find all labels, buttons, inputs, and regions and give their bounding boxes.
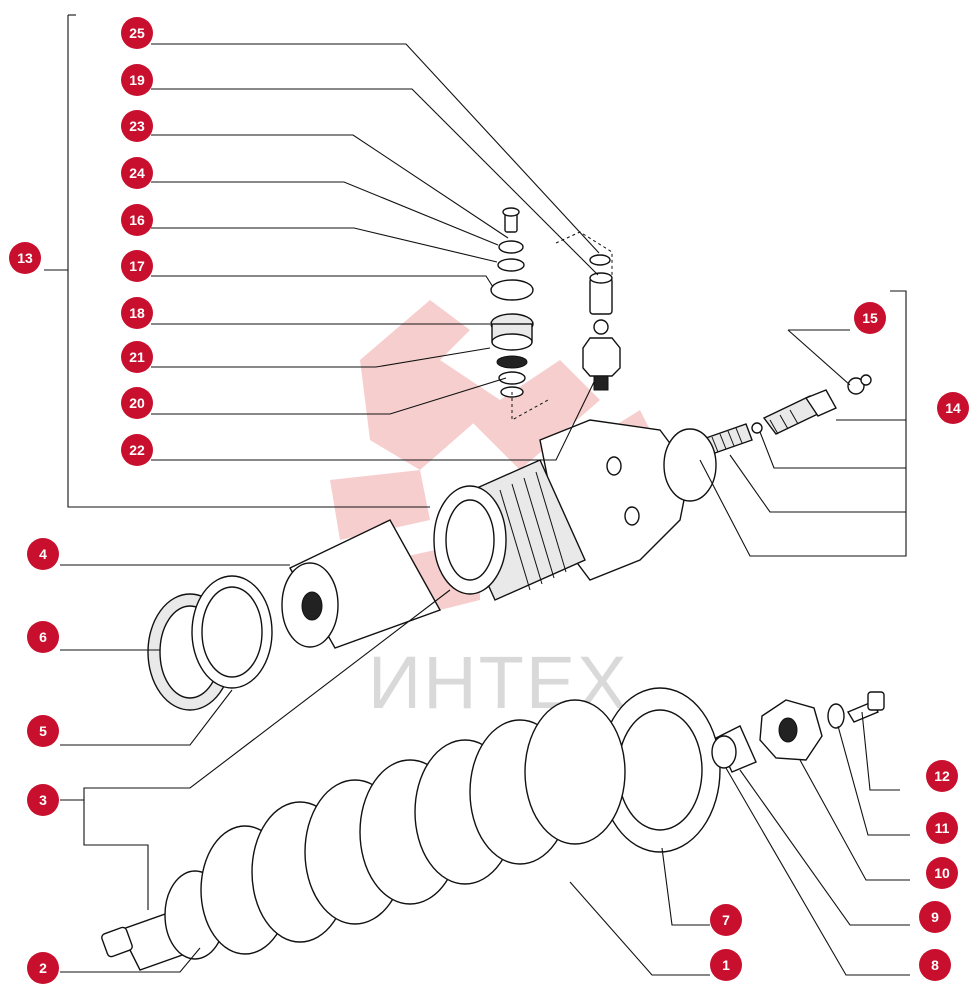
callout-2: 2 bbox=[27, 952, 59, 984]
svg-text:2: 2 bbox=[39, 960, 47, 976]
callout-24: 24 bbox=[121, 157, 153, 189]
callout-3: 3 bbox=[27, 784, 59, 816]
callout-16: 16 bbox=[121, 204, 153, 236]
svg-text:10: 10 bbox=[934, 865, 950, 881]
leader-lines bbox=[44, 14, 910, 976]
callout-8: 8 bbox=[919, 949, 951, 981]
svg-text:15: 15 bbox=[862, 310, 878, 326]
svg-text:7: 7 bbox=[722, 912, 730, 928]
svg-text:18: 18 bbox=[129, 305, 145, 321]
svg-text:16: 16 bbox=[129, 212, 145, 228]
callout-17: 17 bbox=[121, 250, 153, 282]
svg-text:9: 9 bbox=[931, 909, 939, 925]
callout-7: 7 bbox=[710, 904, 742, 936]
svg-text:4: 4 bbox=[39, 546, 47, 562]
cylinder-housing bbox=[433, 419, 717, 601]
seal-rings bbox=[147, 575, 273, 711]
svg-text:5: 5 bbox=[39, 723, 47, 739]
spring-rod-assembly bbox=[101, 687, 721, 971]
svg-text:8: 8 bbox=[931, 957, 939, 973]
svg-text:20: 20 bbox=[129, 395, 145, 411]
svg-text:6: 6 bbox=[39, 629, 47, 645]
fitting bbox=[751, 389, 837, 435]
svg-text:23: 23 bbox=[129, 118, 145, 134]
end-hardware bbox=[711, 691, 885, 773]
svg-text:12: 12 bbox=[934, 768, 950, 784]
callout-15: 15 bbox=[854, 302, 886, 334]
callout-11: 11 bbox=[926, 812, 958, 844]
svg-text:19: 19 bbox=[129, 72, 145, 88]
svg-text:24: 24 bbox=[129, 165, 145, 181]
callout-5: 5 bbox=[27, 715, 59, 747]
callout-25: 25 bbox=[121, 17, 153, 49]
callout-9: 9 bbox=[919, 901, 951, 933]
callout-18: 18 bbox=[121, 297, 153, 329]
svg-text:25: 25 bbox=[129, 25, 145, 41]
callout-4: 4 bbox=[27, 538, 59, 570]
svg-text:22: 22 bbox=[129, 442, 145, 458]
svg-text:14: 14 bbox=[945, 400, 961, 416]
callout-21: 21 bbox=[121, 341, 153, 373]
callout-1: 1 bbox=[710, 949, 742, 981]
grease-nipple bbox=[847, 374, 872, 395]
callout-22: 22 bbox=[121, 434, 153, 466]
svg-text:21: 21 bbox=[129, 349, 145, 365]
svg-text:17: 17 bbox=[129, 258, 145, 274]
valve-stack bbox=[490, 207, 534, 398]
svg-text:13: 13 bbox=[17, 250, 33, 266]
callout-14: 14 bbox=[937, 392, 969, 424]
callout-20: 20 bbox=[121, 387, 153, 419]
callout-23: 23 bbox=[121, 110, 153, 142]
callout-19: 19 bbox=[121, 64, 153, 96]
callout-10: 10 bbox=[926, 857, 958, 889]
svg-text:3: 3 bbox=[39, 792, 47, 808]
svg-text:1: 1 bbox=[722, 957, 730, 973]
callout-13: 13 bbox=[9, 242, 41, 274]
svg-text:11: 11 bbox=[935, 820, 950, 836]
sleeve bbox=[281, 519, 442, 649]
callout-6: 6 bbox=[27, 621, 59, 653]
callout-12: 12 bbox=[926, 760, 958, 792]
check-valve bbox=[582, 254, 621, 391]
